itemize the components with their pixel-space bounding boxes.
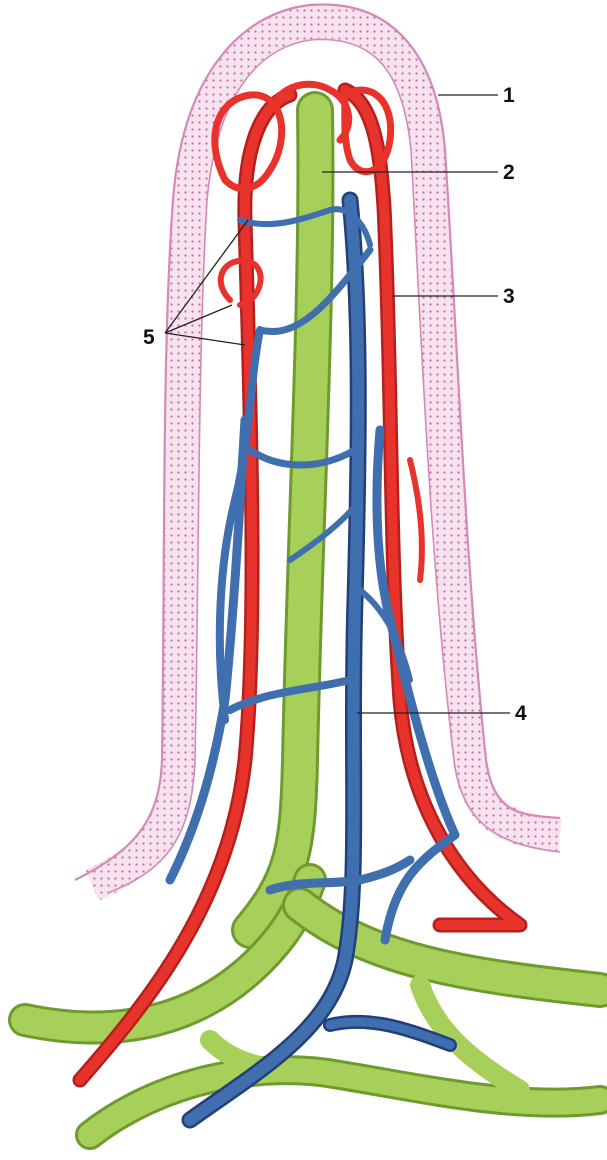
lacteal-network	[25, 110, 600, 1135]
artery-side-branch	[410, 460, 422, 580]
label-4: 4	[515, 702, 527, 725]
lacteal-lower-branch-body	[90, 1070, 600, 1135]
label-5: 5	[143, 326, 155, 349]
label-2: 2	[503, 161, 515, 184]
label-1: 1	[503, 84, 515, 107]
label-3: 3	[503, 285, 515, 308]
central-lacteal-body	[250, 110, 315, 930]
